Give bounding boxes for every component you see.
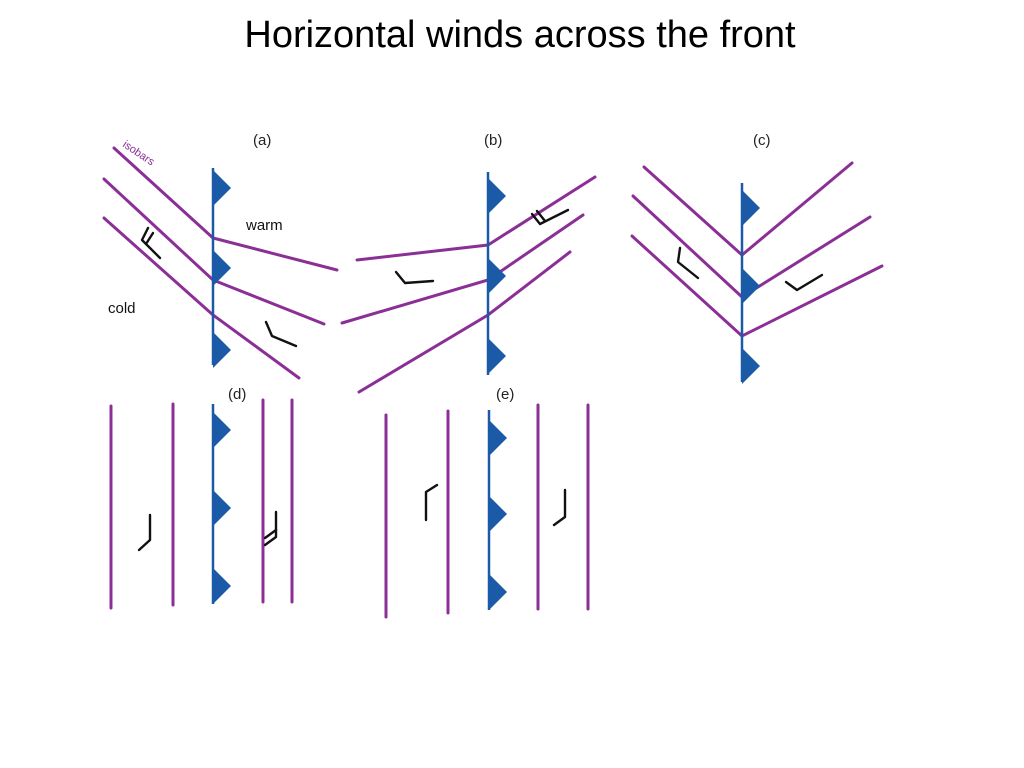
wind-barb [784, 273, 824, 292]
panel-a: (a) isobars warm cold [102, 132, 339, 380]
cold-front-triangle [213, 412, 231, 448]
cold-front-triangle [213, 568, 231, 604]
cold-front-triangle [213, 490, 231, 526]
isobar [355, 175, 597, 262]
panel-label-e: (e) [496, 386, 514, 403]
cold-front-triangle [213, 250, 231, 286]
panel-label-a: (a) [253, 132, 271, 149]
cold-front-triangle [489, 496, 507, 532]
cold-front-triangle [489, 574, 507, 610]
cold-front-triangle [213, 170, 231, 206]
cold-front-triangle [742, 348, 760, 384]
cold-front-triangle [489, 420, 507, 456]
panel-label-b: (b) [484, 132, 502, 149]
isobars-label: isobars [120, 139, 157, 169]
wind-barb [394, 270, 435, 285]
panel-b: (b) [340, 132, 597, 394]
wind-barb [140, 226, 162, 260]
wind-barb [424, 483, 439, 522]
wind-barb [137, 513, 152, 552]
slide-title: Horizontal winds across the front [244, 14, 796, 56]
wind-barb [530, 208, 570, 226]
cold-front-triangle [213, 332, 231, 368]
cold-front-triangle [488, 258, 506, 294]
wind-barb-feather [263, 528, 278, 540]
panel-c: (c) [630, 132, 884, 384]
panel-d: (d) [109, 386, 294, 610]
wind-barb-feather [144, 231, 155, 246]
cold-front-triangle [742, 190, 760, 226]
wind-barb [552, 488, 567, 527]
cold-front-triangle [488, 178, 506, 214]
panel-label-d: (d) [228, 386, 246, 403]
panel-e: (e) [384, 386, 590, 619]
wind-barb-feather [535, 209, 547, 223]
warm-label: warm [245, 217, 283, 234]
panel-label-c: (c) [753, 132, 771, 149]
isobar [357, 250, 572, 394]
wind-barb [263, 510, 278, 547]
isobar [102, 216, 301, 380]
cold-label: cold [108, 300, 136, 317]
wind-barb [676, 246, 700, 280]
wind-barb [264, 320, 298, 348]
cold-front-triangle [488, 338, 506, 374]
cold-front-triangle [742, 268, 760, 304]
